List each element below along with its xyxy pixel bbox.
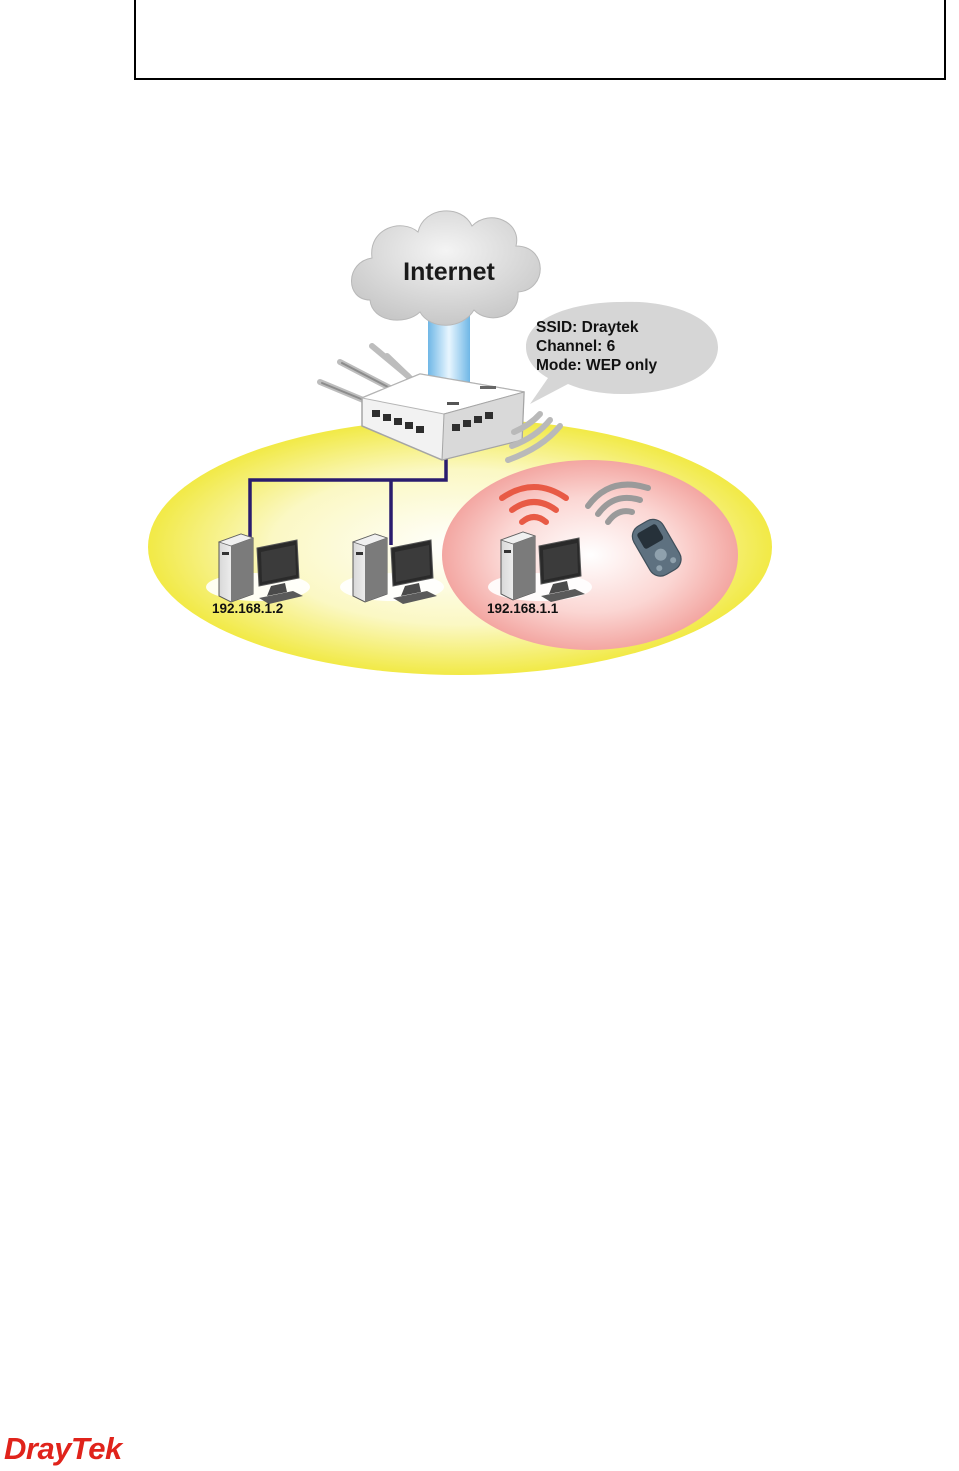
lan-cables: [248, 445, 448, 545]
router-icon: [317, 343, 525, 461]
note-box: [134, 0, 946, 80]
pc-label-wired: 192.168.1.2: [212, 601, 283, 616]
pc-label-wireless: 192.168.1.1: [487, 601, 559, 616]
bubble-line-ssid: SSID: Draytek: [536, 319, 639, 336]
pc-wired-1: [206, 533, 310, 604]
bubble-line-mode: Mode: WEP only: [536, 357, 658, 374]
pc-wired-2: [340, 533, 444, 604]
idle-signal-icon: [585, 481, 651, 525]
router-signal-icon: [505, 411, 563, 463]
wireless-settings-bubble: SSID: Draytek Channel: 6 Mode: WEP only: [526, 301, 718, 404]
bubble-line-channel: Channel: 6: [536, 338, 616, 355]
wireless-handheld-icon: [631, 518, 682, 577]
pc-wireless: [488, 531, 592, 602]
internet-cloud: Internet: [351, 210, 541, 326]
pc-signal-icon: [499, 484, 569, 525]
wireless-zone: [442, 460, 738, 650]
draytek-logo: DrayTek: [4, 1431, 122, 1466]
cloud-label: Internet: [403, 258, 495, 286]
